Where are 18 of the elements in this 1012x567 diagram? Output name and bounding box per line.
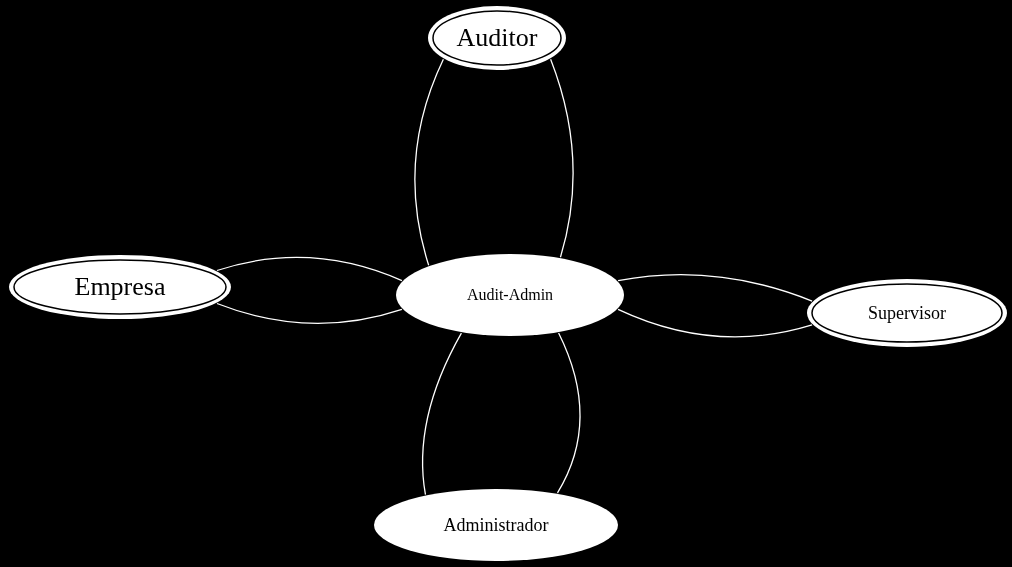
connector-line <box>549 58 574 258</box>
entity-name: Audit-Admin <box>466 286 554 304</box>
entity-name: Administrador <box>443 514 549 536</box>
connector-line <box>216 302 403 324</box>
entity-ellipse <box>373 488 619 562</box>
entity-name: Auditor <box>456 23 538 53</box>
connector-line <box>556 332 581 494</box>
connector-line <box>617 308 813 338</box>
entity-ellipse <box>427 5 567 71</box>
entity-ellipse <box>8 254 232 320</box>
connector-line <box>216 256 403 282</box>
connector-line <box>422 332 463 496</box>
entity-name: Empresa <box>74 272 166 302</box>
entity-name: Supervisor <box>868 302 946 324</box>
connector-line <box>617 273 813 302</box>
connector-line <box>414 58 445 266</box>
entity-ellipse <box>395 253 625 337</box>
entity-ellipse <box>806 278 1008 348</box>
